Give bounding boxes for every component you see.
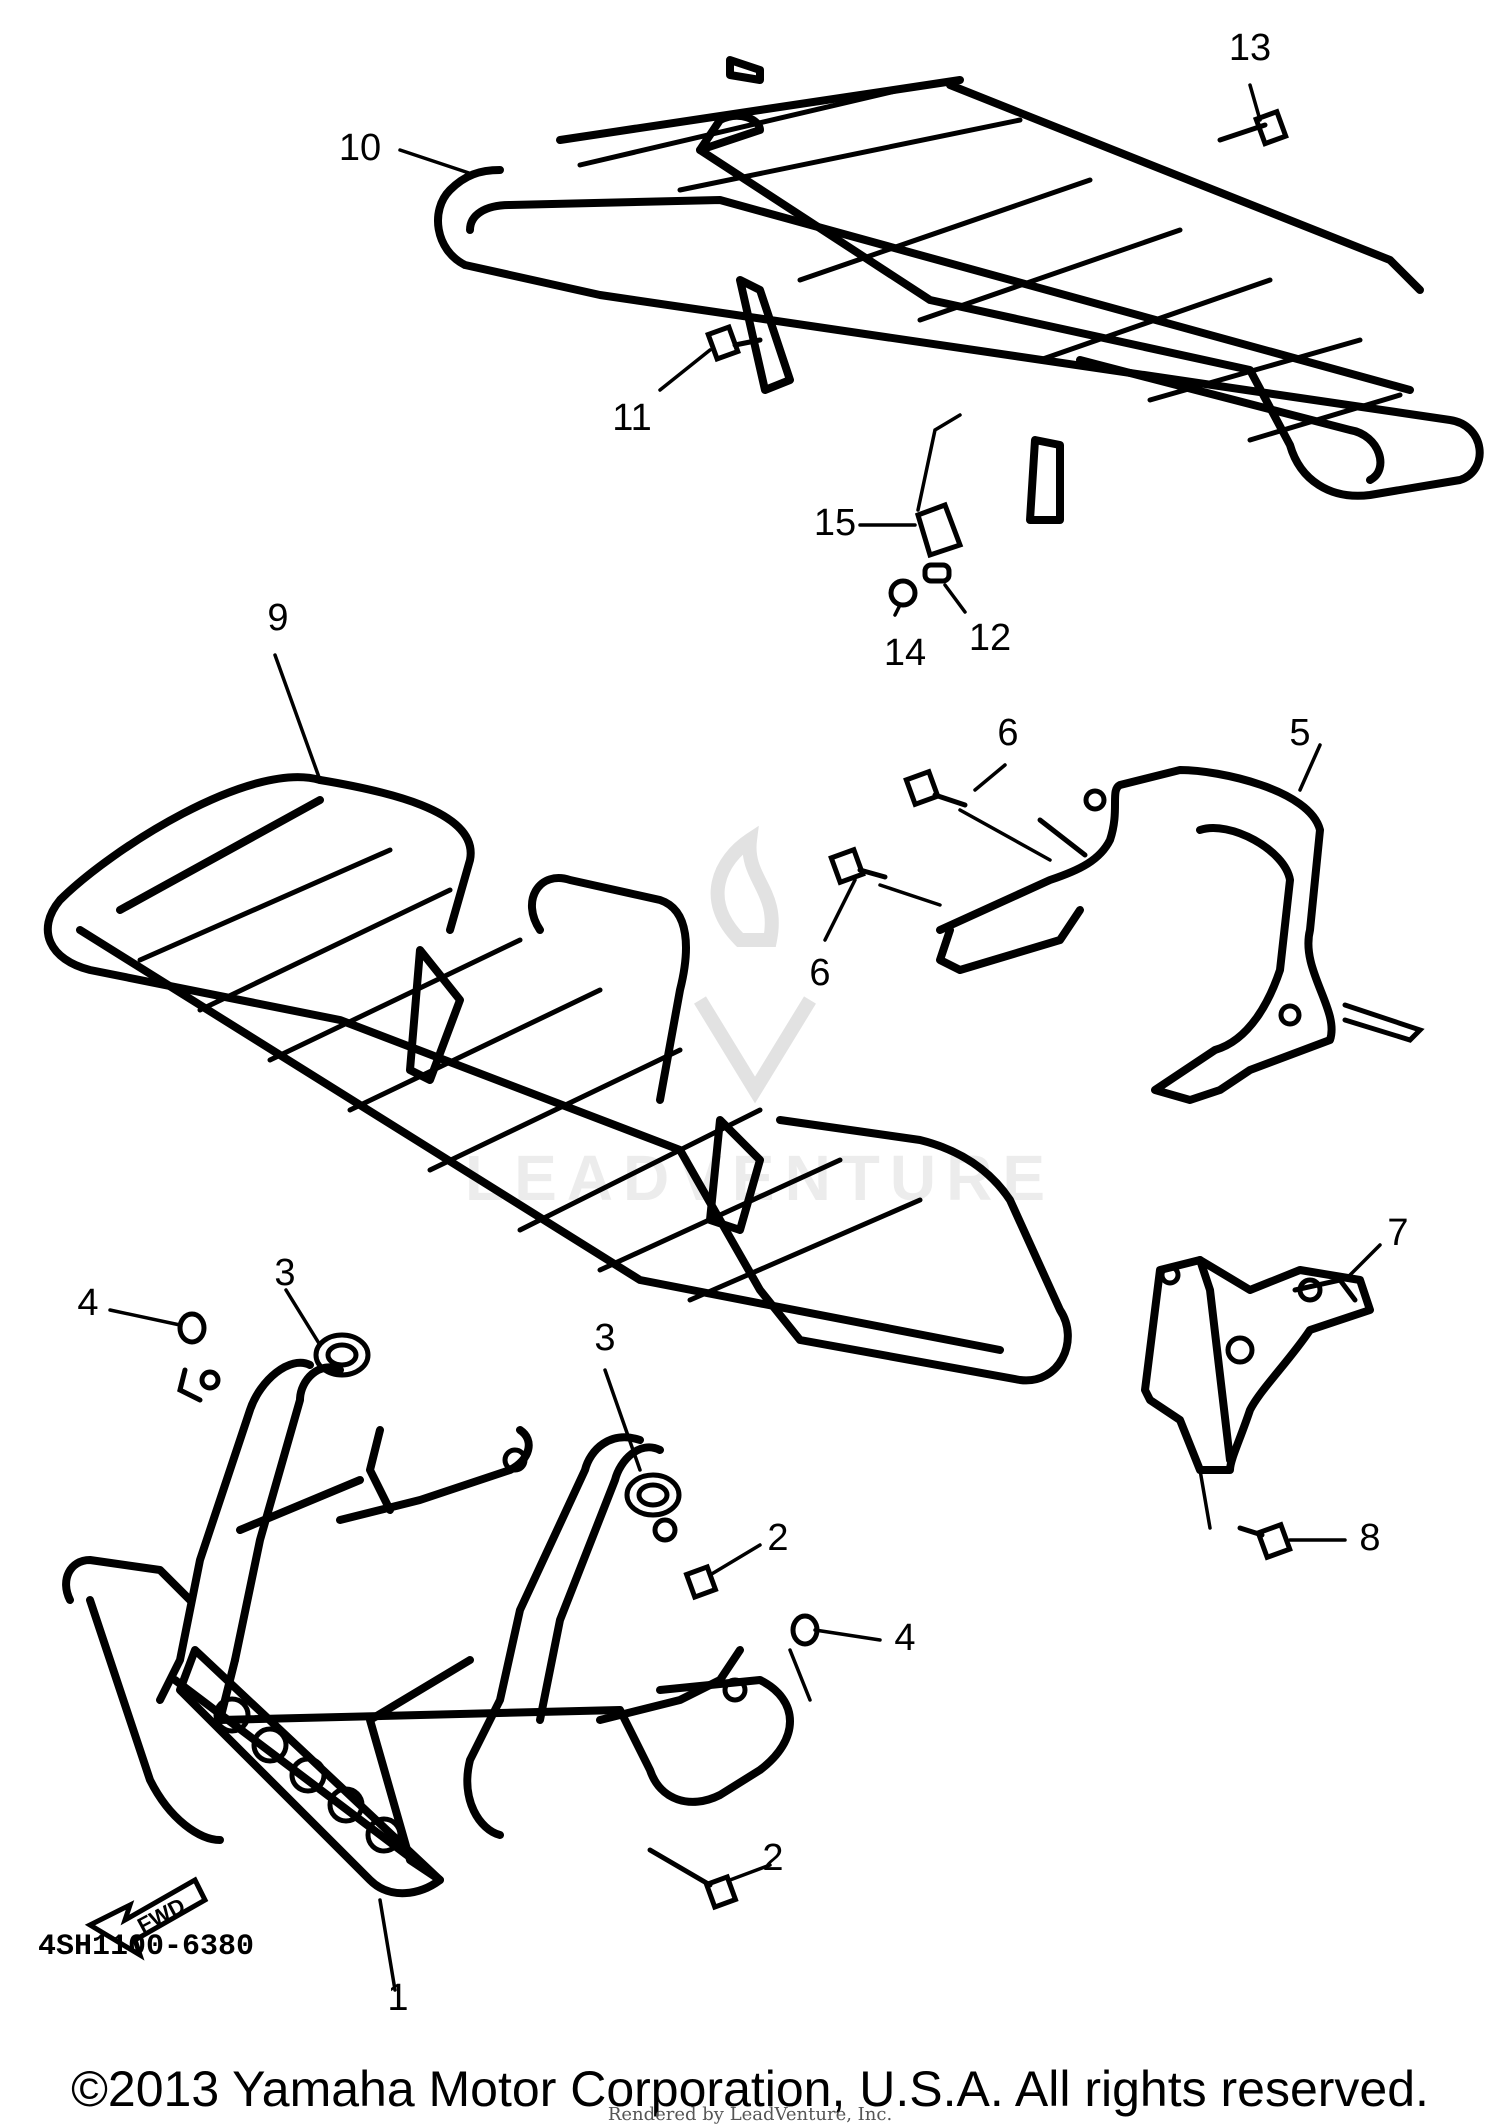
bracket-part-7[interactable] [1141, 1256, 1374, 1474]
bracket-part-5[interactable] [936, 766, 1425, 1104]
callout-10: 10 [339, 127, 381, 169]
bolt-part-2-lower[interactable] [647, 1847, 739, 1911]
callout-4-left: 4 [77, 1282, 98, 1324]
clip-part-15[interactable] [914, 501, 964, 559]
bolt-part-6-lower[interactable] [828, 846, 888, 886]
nut-part-14[interactable] [888, 578, 918, 608]
grommet-part-3-left[interactable] [313, 1332, 371, 1378]
callout-1: 1 [387, 1977, 408, 2019]
callout-4-right: 4 [894, 1617, 915, 1659]
front-carrier-part-9[interactable] [43, 773, 1072, 1385]
callout-2-lower: 2 [762, 1837, 783, 1879]
callout-labels: 10 13 11 15 14 12 9 6 5 6 3 4 7 3 2 4 8 … [77, 27, 1408, 2019]
callout-13: 13 [1229, 27, 1271, 69]
bolt-part-2-upper[interactable] [683, 1563, 719, 1601]
cap-part-4-left[interactable] [177, 1311, 207, 1345]
callout-11: 11 [612, 397, 651, 439]
callout-2-upper: 2 [767, 1517, 788, 1559]
watermark-text: LEADVENTURE [465, 1142, 1055, 1214]
callout-12: 12 [969, 617, 1011, 659]
rear-carrier-part-10[interactable] [434, 56, 1484, 524]
collar-part-12[interactable] [922, 562, 952, 584]
callout-3-right: 3 [594, 1317, 615, 1359]
callout-8: 8 [1359, 1517, 1380, 1559]
callout-5: 5 [1289, 712, 1310, 754]
bolt-part-11[interactable] [705, 323, 763, 363]
callout-7: 7 [1387, 1212, 1408, 1254]
grommet-part-3-right[interactable] [624, 1472, 682, 1518]
front-guard-part-1[interactable] [62, 1358, 794, 1898]
callout-6-lower: 6 [809, 952, 830, 994]
rendered-by-credit: Rendered by LeadVenture, Inc. [607, 2104, 893, 2125]
callout-15: 15 [814, 502, 856, 544]
bolt-part-8[interactable] [1237, 1521, 1293, 1561]
diagram-part-number: 4SH1100-6380 [38, 1930, 255, 1964]
bolt-part-13[interactable] [1217, 108, 1289, 147]
callout-9: 9 [267, 597, 288, 639]
bolt-part-6-upper[interactable] [903, 768, 968, 808]
callout-3-left: 3 [274, 1252, 295, 1294]
copyright-notice: ©2013 Yamaha Motor Corporation, U.S.A. A… [71, 2061, 1429, 2117]
callout-14: 14 [884, 632, 926, 674]
leader-lines [108, 83, 1382, 1992]
callout-6-upper: 6 [997, 712, 1018, 754]
